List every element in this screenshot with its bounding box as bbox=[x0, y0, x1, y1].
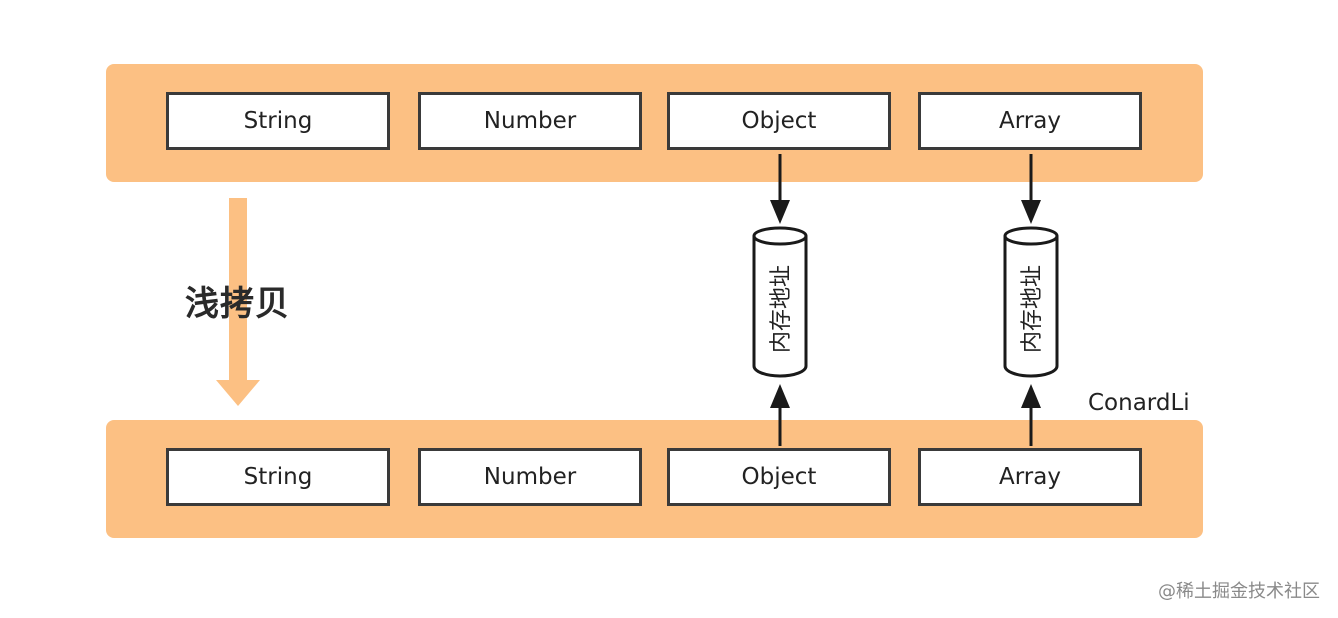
bottom-string-cell: String bbox=[166, 448, 390, 506]
top-number-cell: Number bbox=[418, 92, 642, 150]
top-string-cell: String bbox=[166, 92, 390, 150]
array-bottom-arrow bbox=[1021, 384, 1041, 446]
top-object-cell: Object bbox=[667, 92, 891, 150]
memory-cylinder-object: 内存地址 bbox=[752, 226, 808, 378]
object-bottom-arrow bbox=[770, 384, 790, 446]
bottom-number-cell: Number bbox=[418, 448, 642, 506]
top-array-cell: Array bbox=[918, 92, 1142, 150]
shallow-copy-label: 浅拷贝 bbox=[185, 284, 290, 324]
bottom-object-cell: Object bbox=[667, 448, 891, 506]
author-label: ConardLi bbox=[1088, 390, 1190, 416]
shallow-copy-arrow bbox=[216, 198, 260, 406]
object-top-arrow bbox=[770, 154, 790, 224]
memory-cylinder-array: 内存地址 bbox=[1003, 226, 1059, 378]
memory-address-label-array: 内存地址 bbox=[1020, 265, 1045, 353]
watermark: @稀土掘金技术社区 bbox=[1158, 581, 1320, 602]
bottom-array-cell: Array bbox=[918, 448, 1142, 506]
array-top-arrow bbox=[1021, 154, 1041, 224]
memory-address-label-object: 内存地址 bbox=[769, 265, 794, 353]
